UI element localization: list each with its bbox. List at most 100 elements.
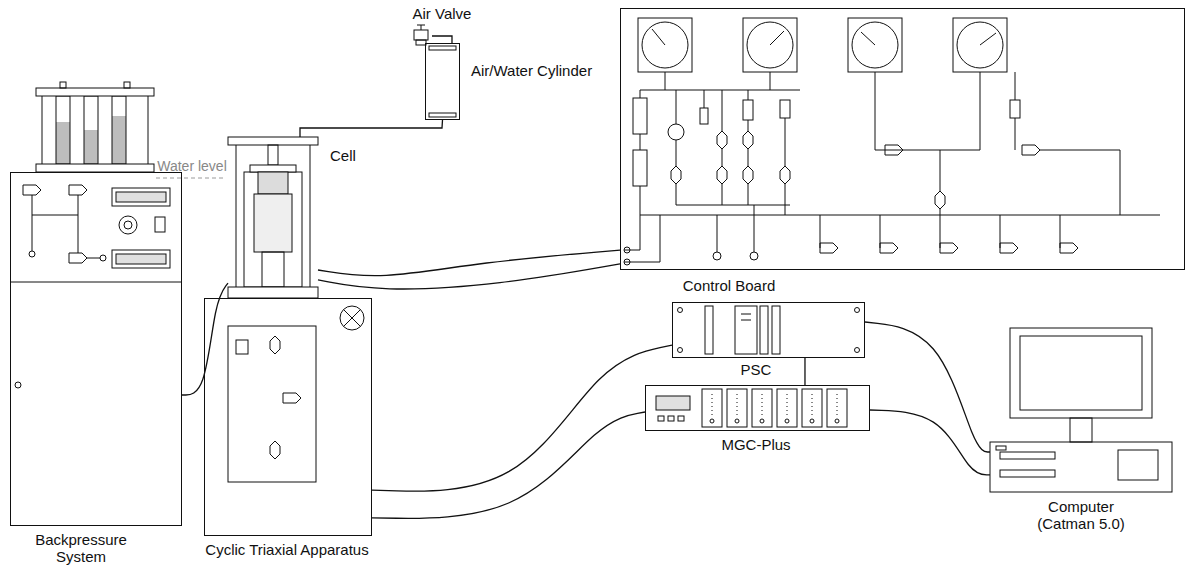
control-board-schematic (743, 166, 753, 184)
cylinder-fittings (429, 46, 456, 50)
pressure-gauge (642, 22, 688, 68)
control-board-schematic (1015, 72, 1016, 100)
mgc-plus-unit (762, 394, 763, 416)
mgc-plus-unit (710, 419, 714, 423)
mgc-plus-unit (658, 416, 664, 421)
psc-unit (741, 314, 751, 315)
control-board-schematic (676, 184, 677, 205)
backpressure-panel (116, 254, 166, 264)
mgc-plus-unit (827, 389, 847, 427)
psc-unit (772, 306, 780, 354)
control-board-schematic (704, 90, 705, 108)
psc-unit (705, 306, 713, 354)
computer-illustration (1000, 470, 1055, 477)
control-board-schematic (875, 72, 876, 150)
mgc-plus-unit (835, 419, 839, 423)
backpressure-cylinders (84, 96, 98, 164)
psc-unit (678, 348, 683, 353)
triaxial-cell (258, 172, 288, 194)
computer-illustration (996, 446, 1006, 450)
node-label: Backpressure System (21, 531, 141, 565)
psc-unit (760, 306, 768, 354)
backpressure-panel (69, 185, 87, 195)
control-board-schematic (676, 140, 677, 166)
control-board-schematic (671, 166, 681, 184)
tube-connector (318, 264, 620, 289)
control-board-schematic (770, 72, 771, 90)
pressure-gauge (652, 29, 665, 45)
control-board-schematic (722, 149, 723, 166)
backpressure-cylinders (36, 164, 154, 172)
control-board-schematic (660, 215, 661, 262)
control-board-schematic (940, 150, 941, 191)
pressure-gauge (953, 18, 1007, 72)
control-board-schematic (640, 90, 641, 98)
triaxial-cell (244, 172, 302, 287)
pressure-gauge (770, 31, 784, 45)
mgc-plus-unit (702, 389, 722, 427)
backpressure-cylinders (36, 82, 154, 172)
psc-unit (741, 320, 751, 321)
control-board-schematic (885, 145, 903, 155)
control-board-schematic (624, 247, 630, 253)
tube-connector (804, 358, 805, 385)
backpressure-panel (15, 382, 21, 388)
mgc-plus-unit (802, 389, 822, 427)
mgc-plus-unit (656, 389, 847, 427)
pressure-gauge (957, 22, 1003, 68)
control-board-schematic (780, 100, 790, 118)
mgc-plus-unit: MGC-Plus (645, 385, 870, 431)
control-board-schematic (1000, 243, 1018, 253)
control-board-schematic (1040, 150, 1120, 151)
triaxial-cell (228, 137, 318, 298)
node-label: Air Valve (392, 5, 492, 22)
mgc-plus-unit (712, 394, 713, 416)
pressure-gauge (638, 18, 692, 72)
triaxial-cell (228, 287, 318, 298)
backpressure-cylinders (60, 82, 66, 88)
control-board-schematic (624, 259, 630, 265)
pressure-gauge (861, 32, 875, 45)
backpressure-cylinders (56, 122, 70, 164)
triaxial-cell (228, 137, 318, 145)
control-board-schematic (1120, 150, 1121, 215)
control-board-schematic (935, 191, 945, 209)
mgc-plus-unit (727, 389, 747, 427)
backpressure-panel (155, 217, 165, 232)
control-board-schematic (748, 90, 749, 100)
psc-unit: PSC (672, 302, 865, 358)
pressure-gauge (852, 22, 898, 68)
backpressure-panel (69, 253, 87, 263)
tube-connector (372, 345, 672, 491)
backpressure-panel (32, 215, 78, 216)
loading-frame-panel (344, 310, 361, 327)
control-board-schematic (722, 90, 723, 131)
node-label: Control Board (659, 277, 799, 294)
control-board-schematic (624, 262, 660, 263)
loading-frame-panel (283, 393, 301, 403)
water-level-label: Water level (152, 158, 232, 174)
control-board-schematic (940, 209, 941, 215)
triaxial-cell: Cell (228, 137, 318, 298)
mgc-plus-unit (656, 396, 690, 410)
psc-unit (855, 308, 860, 313)
backpressure-panel (29, 251, 35, 257)
tube-connector (865, 322, 990, 452)
computer-illustration (990, 328, 1172, 492)
loading-frame-panel (344, 310, 361, 327)
control-board-schematic (717, 131, 727, 149)
node-label: Air/Water Cylinder (471, 62, 631, 79)
triaxial-cell (236, 145, 237, 287)
control-board-schematic (940, 243, 958, 253)
control-board-schematic (624, 72, 1160, 265)
control-board-schematic (633, 150, 647, 186)
loading-frame-panel (270, 336, 280, 354)
tube-connector (870, 410, 990, 475)
control-board: Control Board (620, 8, 1185, 270)
cylinder-fittings (429, 46, 456, 117)
control-board-schematic (640, 215, 641, 250)
psc-unit (735, 306, 757, 354)
